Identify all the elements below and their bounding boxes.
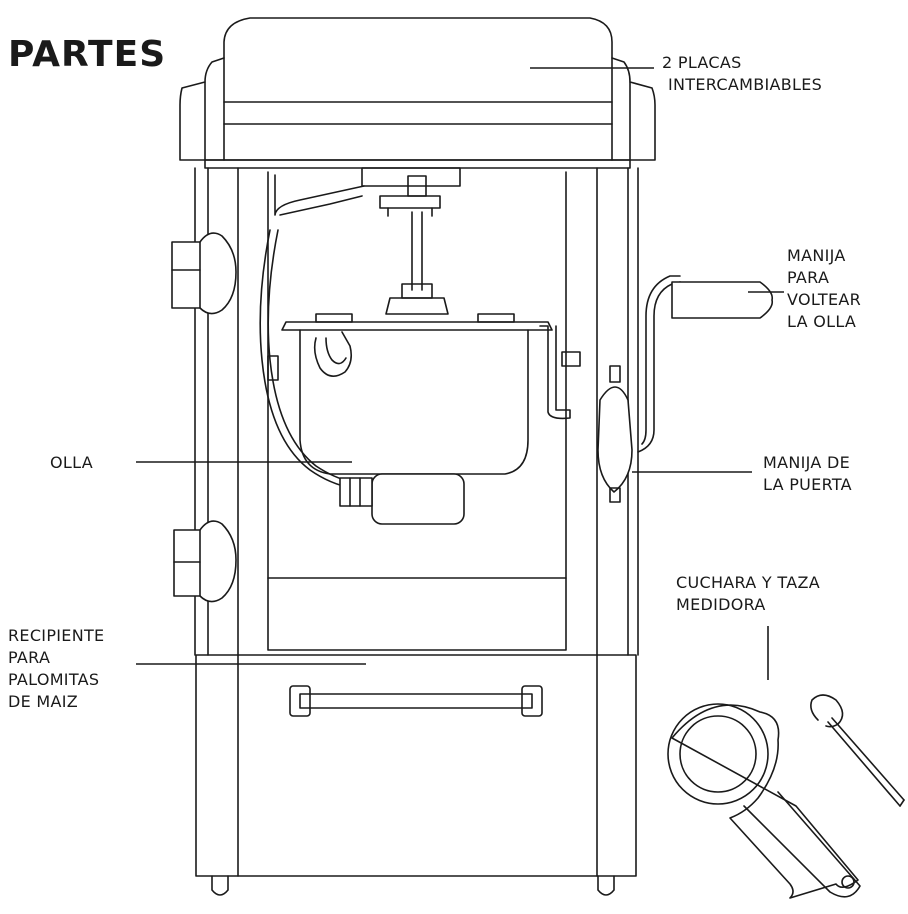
- label-line: MANIJA: [787, 246, 846, 265]
- leader-lines: [136, 67, 784, 680]
- side-knobs: [171, 232, 237, 603]
- base-cabinet: [195, 654, 637, 896]
- page-title: PARTES: [8, 34, 167, 75]
- label-line: MANIJA DE: [763, 453, 851, 472]
- machine-top: [179, 17, 656, 169]
- label-line: MEDIDORA: [676, 595, 766, 614]
- label-line: OLLA: [50, 453, 93, 472]
- label-line: LA PUERTA: [763, 475, 852, 494]
- label-flip-handle: MANIJA PARA VOLTEAR LA OLLA: [787, 245, 861, 333]
- label-line: DE MAIZ: [8, 692, 79, 711]
- kettle-pot: [259, 229, 581, 525]
- label-plates: 2 PLACAS INTERCAMBIABLES: [662, 52, 822, 96]
- label-line: PALOMITAS: [8, 670, 100, 689]
- label-line: CUCHARA Y TAZA: [676, 573, 820, 592]
- label-line: RECIPIENTE: [8, 626, 105, 645]
- label-line: INTERCAMBIABLES: [668, 75, 823, 94]
- motor-shaft: [274, 167, 461, 315]
- label-line: PARA: [787, 268, 830, 287]
- measuring-spoon: [810, 694, 905, 807]
- label-line: 2 PLACAS: [662, 53, 742, 72]
- label-pot: OLLA: [50, 452, 93, 474]
- door-handle-shape: [597, 365, 633, 503]
- label-spoon-cup: CUCHARA Y TAZA MEDIDORA: [676, 572, 820, 616]
- cabinet-frame: [194, 167, 639, 656]
- measuring-cup: [667, 703, 861, 899]
- flip-handle-crank: [637, 275, 774, 453]
- label-line: PARA: [8, 648, 51, 667]
- label-door-handle: MANIJA DE LA PUERTA: [763, 452, 852, 496]
- label-container: RECIPIENTE PARA PALOMITAS DE MAIZ: [8, 625, 104, 713]
- label-line: VOLTEAR: [787, 290, 862, 309]
- label-line: LA OLLA: [787, 312, 857, 331]
